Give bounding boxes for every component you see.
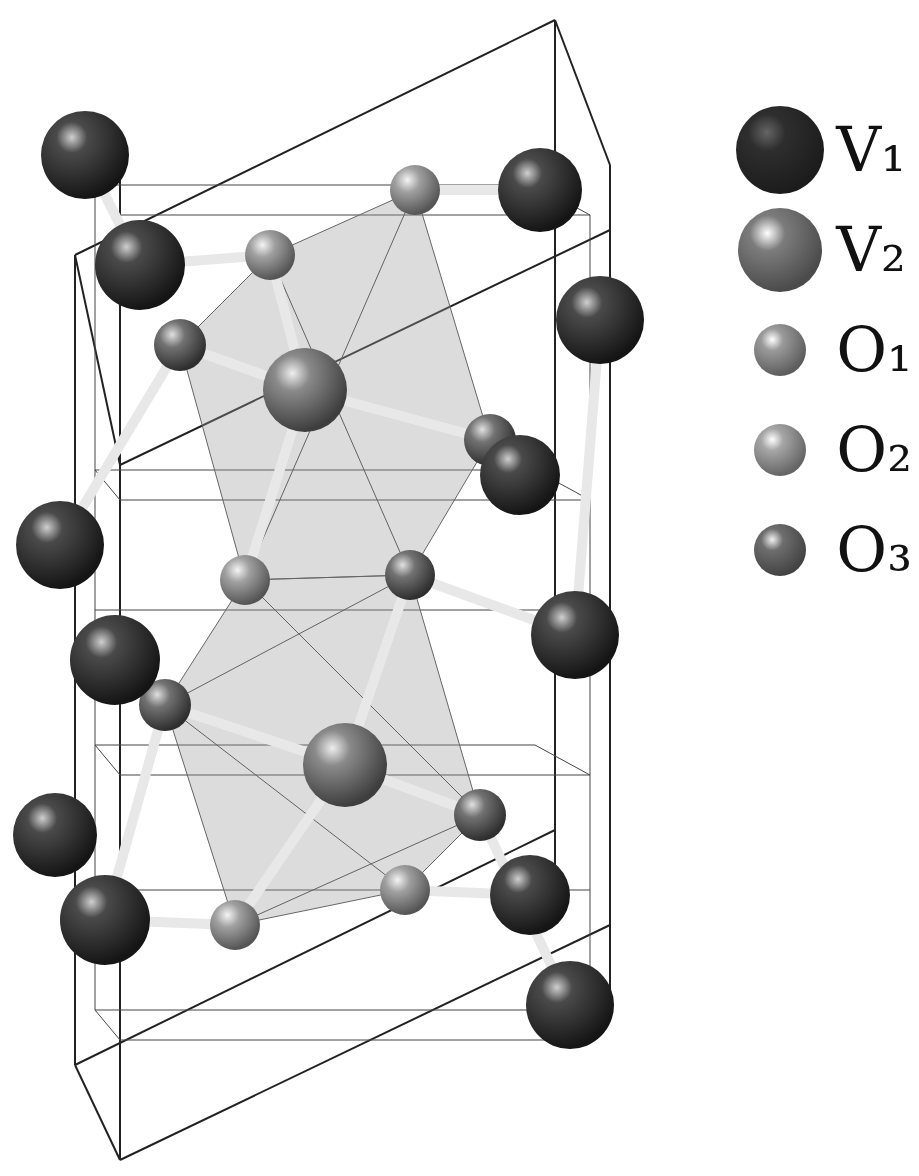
legend-swatch <box>738 208 822 292</box>
legend-swatch <box>754 524 806 576</box>
legend-swatch <box>754 424 806 476</box>
legend-entry: O₁ <box>732 300 912 400</box>
legend-swatch <box>754 324 806 376</box>
bonds <box>60 155 600 1005</box>
grid-lines <box>95 185 590 1040</box>
coordination-polyhedra <box>165 190 490 925</box>
legend-label: V₂ <box>836 219 906 281</box>
legend-entry: V₁ <box>732 100 912 200</box>
legend-swatch <box>736 106 824 194</box>
legend-swatch-frame <box>732 302 828 398</box>
legend-swatch-frame <box>732 102 828 198</box>
legend-swatch-frame <box>732 202 828 298</box>
legend-entry: O₃ <box>732 500 912 600</box>
legend-swatch-frame <box>732 502 828 598</box>
legend-label: O₂ <box>836 419 912 481</box>
legend-entry: V₂ <box>732 200 912 300</box>
legend-entry: O₂ <box>732 400 912 500</box>
vanadium-atoms <box>13 111 644 1049</box>
legend-swatch-frame <box>732 402 828 498</box>
legend-label: O₃ <box>836 519 912 581</box>
legend-label: O₁ <box>836 319 912 381</box>
oxygen-atoms <box>139 165 516 950</box>
legend-label: V₁ <box>836 119 906 181</box>
legend: V₁ V₂ O₁ O₂ O₃ <box>732 100 912 600</box>
